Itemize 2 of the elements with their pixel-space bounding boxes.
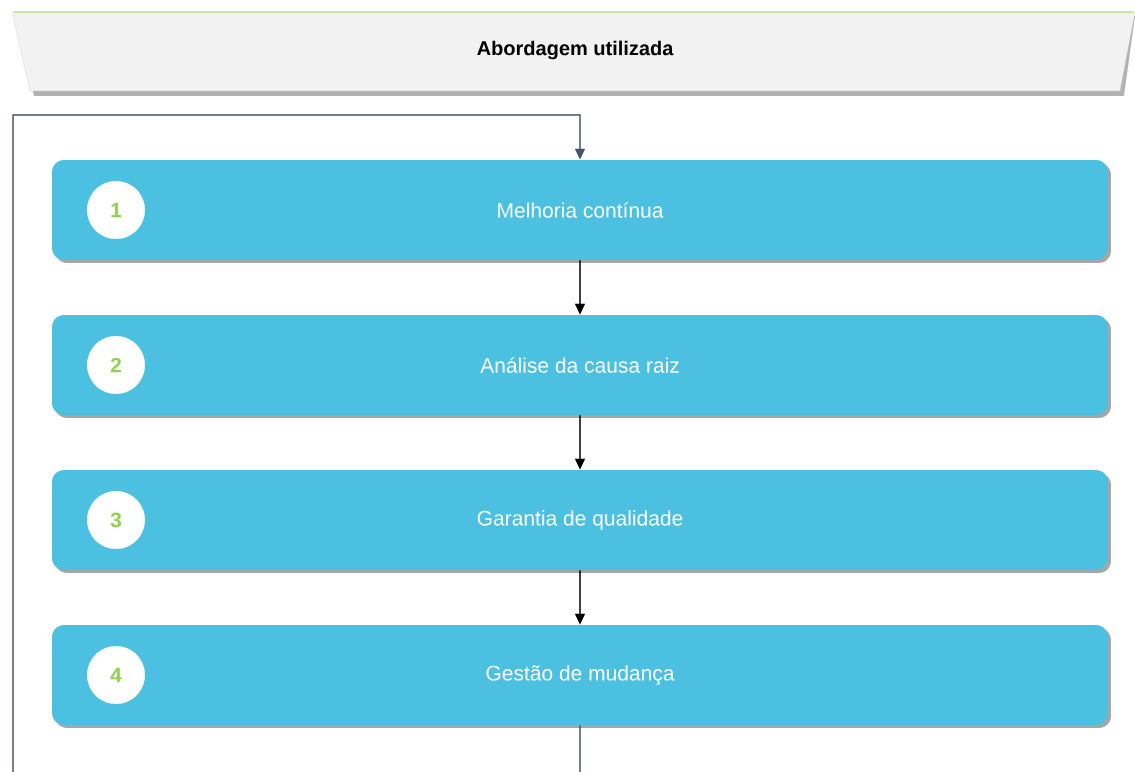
title-banner: Abordagem utilizada [11, 11, 1135, 96]
arrow [12, 114, 586, 772]
